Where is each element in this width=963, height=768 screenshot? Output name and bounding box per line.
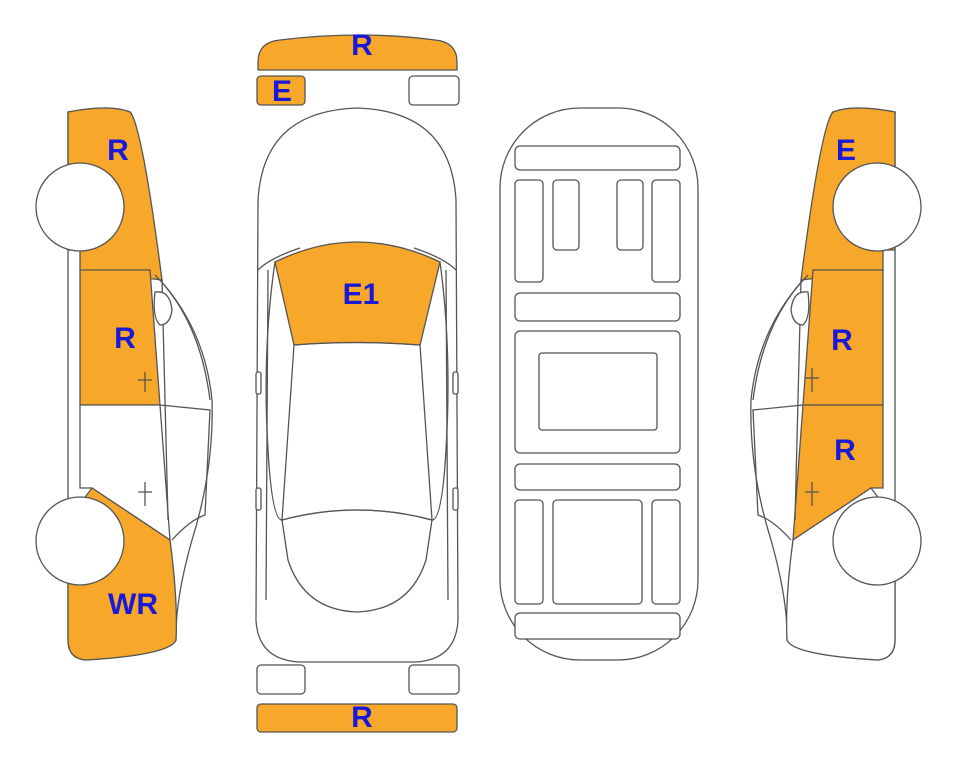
left-mirror-side [153, 291, 173, 326]
hood-label: E1 [343, 278, 380, 311]
left-window-inner [159, 404, 211, 541]
right-rear-door-label: R [834, 434, 856, 467]
front-right-lamp-panel[interactable] [408, 75, 460, 106]
right-window-inner [752, 404, 804, 541]
right-front-door-label: R [831, 324, 853, 357]
right-door-handle-rear [805, 482, 819, 506]
left-front-wheel [35, 162, 125, 252]
rear-bumper-panel[interactable] [256, 703, 458, 733]
front-parts: R E [256, 29, 460, 108]
right-door-handle-front [805, 368, 819, 392]
right-window-line [752, 274, 809, 401]
left-side-view: R R WR [35, 107, 213, 661]
rear-right-lamp-panel[interactable] [408, 664, 460, 695]
right-front-wheel [832, 162, 922, 252]
left-rear-wheel [35, 496, 125, 586]
right-front-fender-label: E [836, 134, 856, 167]
rear-bumper-label: R [351, 701, 373, 734]
front-bumper-label: R [351, 29, 373, 62]
left-door-handle-front [138, 372, 152, 392]
left-mirror [255, 371, 262, 395]
top-view-body [255, 107, 459, 663]
interior-view [499, 107, 699, 661]
top-view-front-curve [257, 247, 301, 271]
interior-front-seat-r-inner [616, 179, 644, 251]
front-bumper-panel[interactable] [257, 34, 458, 71]
interior-front-seat-r-outer [651, 179, 681, 283]
interior-front-bar [514, 145, 681, 171]
right-rear-wheel [832, 496, 922, 586]
top-view-right-inner [431, 261, 449, 521]
left-front-fender-label: R [107, 134, 129, 167]
interior-mid-bar [514, 463, 681, 491]
front-left-lamp-panel[interactable] [256, 75, 306, 106]
left-window-line [154, 274, 211, 401]
right-mirror [452, 371, 459, 395]
interior-front-seat-l-outer [514, 179, 544, 283]
top-view-left-inner [265, 261, 283, 521]
left-door-handle-rear [138, 482, 152, 506]
right-rear-handle [452, 487, 459, 511]
interior-rear-seat-l [514, 499, 544, 605]
left-rear-quarter-label: WR [108, 588, 158, 621]
top-view-rear-window [281, 509, 433, 613]
top-view: E1 [255, 107, 459, 663]
interior-cabin-inner [538, 352, 658, 431]
rear-left-lamp-panel[interactable] [256, 664, 306, 695]
interior-rear-seat-c [552, 499, 643, 605]
front-left-lamp-label: E [272, 75, 292, 108]
top-view-front-curve-r [413, 247, 457, 271]
interior-dash-bar [514, 292, 681, 322]
left-front-door-label: R [114, 322, 136, 355]
interior-rear-bar [514, 612, 681, 640]
right-side-view: E R R [750, 107, 922, 661]
interior-rear-seat-r [651, 499, 681, 605]
left-rear-handle [255, 487, 262, 511]
rear-parts: R [256, 664, 460, 734]
interior-front-seat-l-inner [552, 179, 580, 251]
right-mirror-side [790, 291, 810, 326]
